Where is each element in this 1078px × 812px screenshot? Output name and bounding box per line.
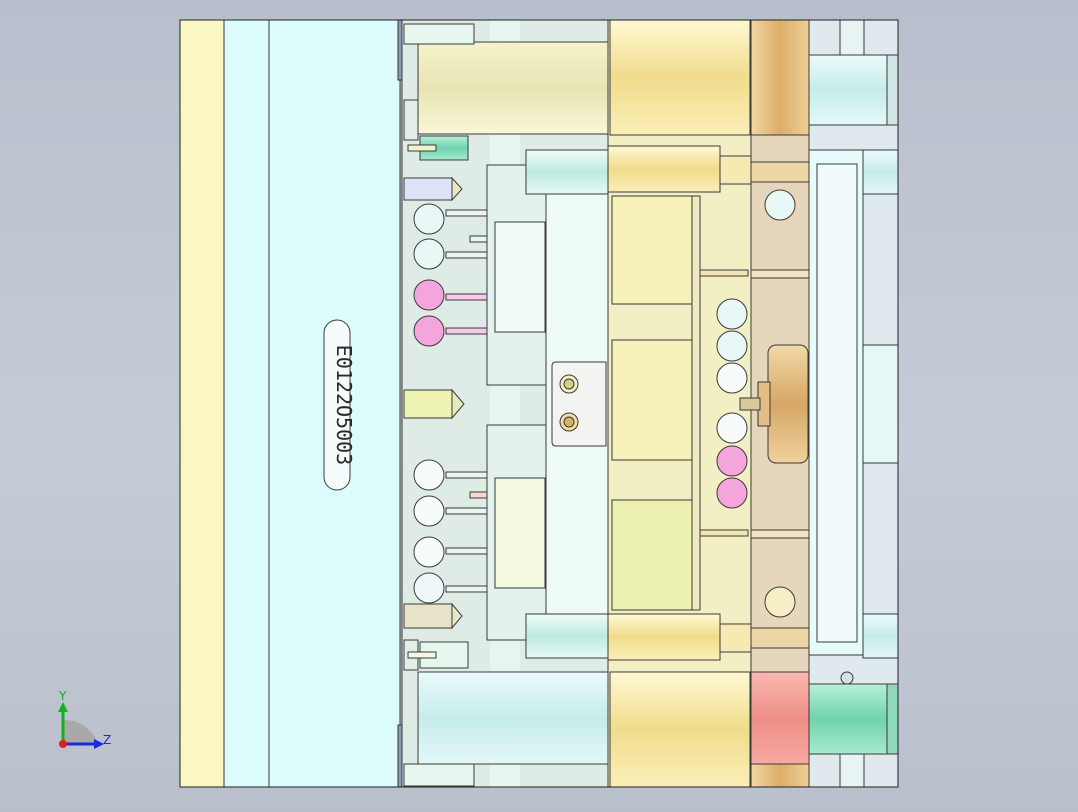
salmon-bushing[interactable] <box>750 671 810 765</box>
plate-cyan-1[interactable] <box>223 19 270 788</box>
part-number-badge: E0122O5003 <box>323 319 356 491</box>
z-axis-label: Z <box>103 733 111 747</box>
guide-pillar-bottom[interactable] <box>417 671 611 765</box>
ejector-pin-row-left[interactable] <box>413 203 445 604</box>
sprue-bushing[interactable] <box>739 344 809 464</box>
guide-pillar-top[interactable] <box>417 41 611 135</box>
axis-triad: Y Z <box>58 689 111 749</box>
y-axis-label: Y <box>58 689 67 703</box>
part-number-label: E0122O5003 <box>332 345 356 465</box>
center-bracket[interactable] <box>551 361 607 447</box>
clamp-plate-yellow[interactable] <box>179 19 225 788</box>
teal-bushing[interactable] <box>808 683 888 755</box>
ejector-pin-row-right[interactable] <box>716 298 748 509</box>
